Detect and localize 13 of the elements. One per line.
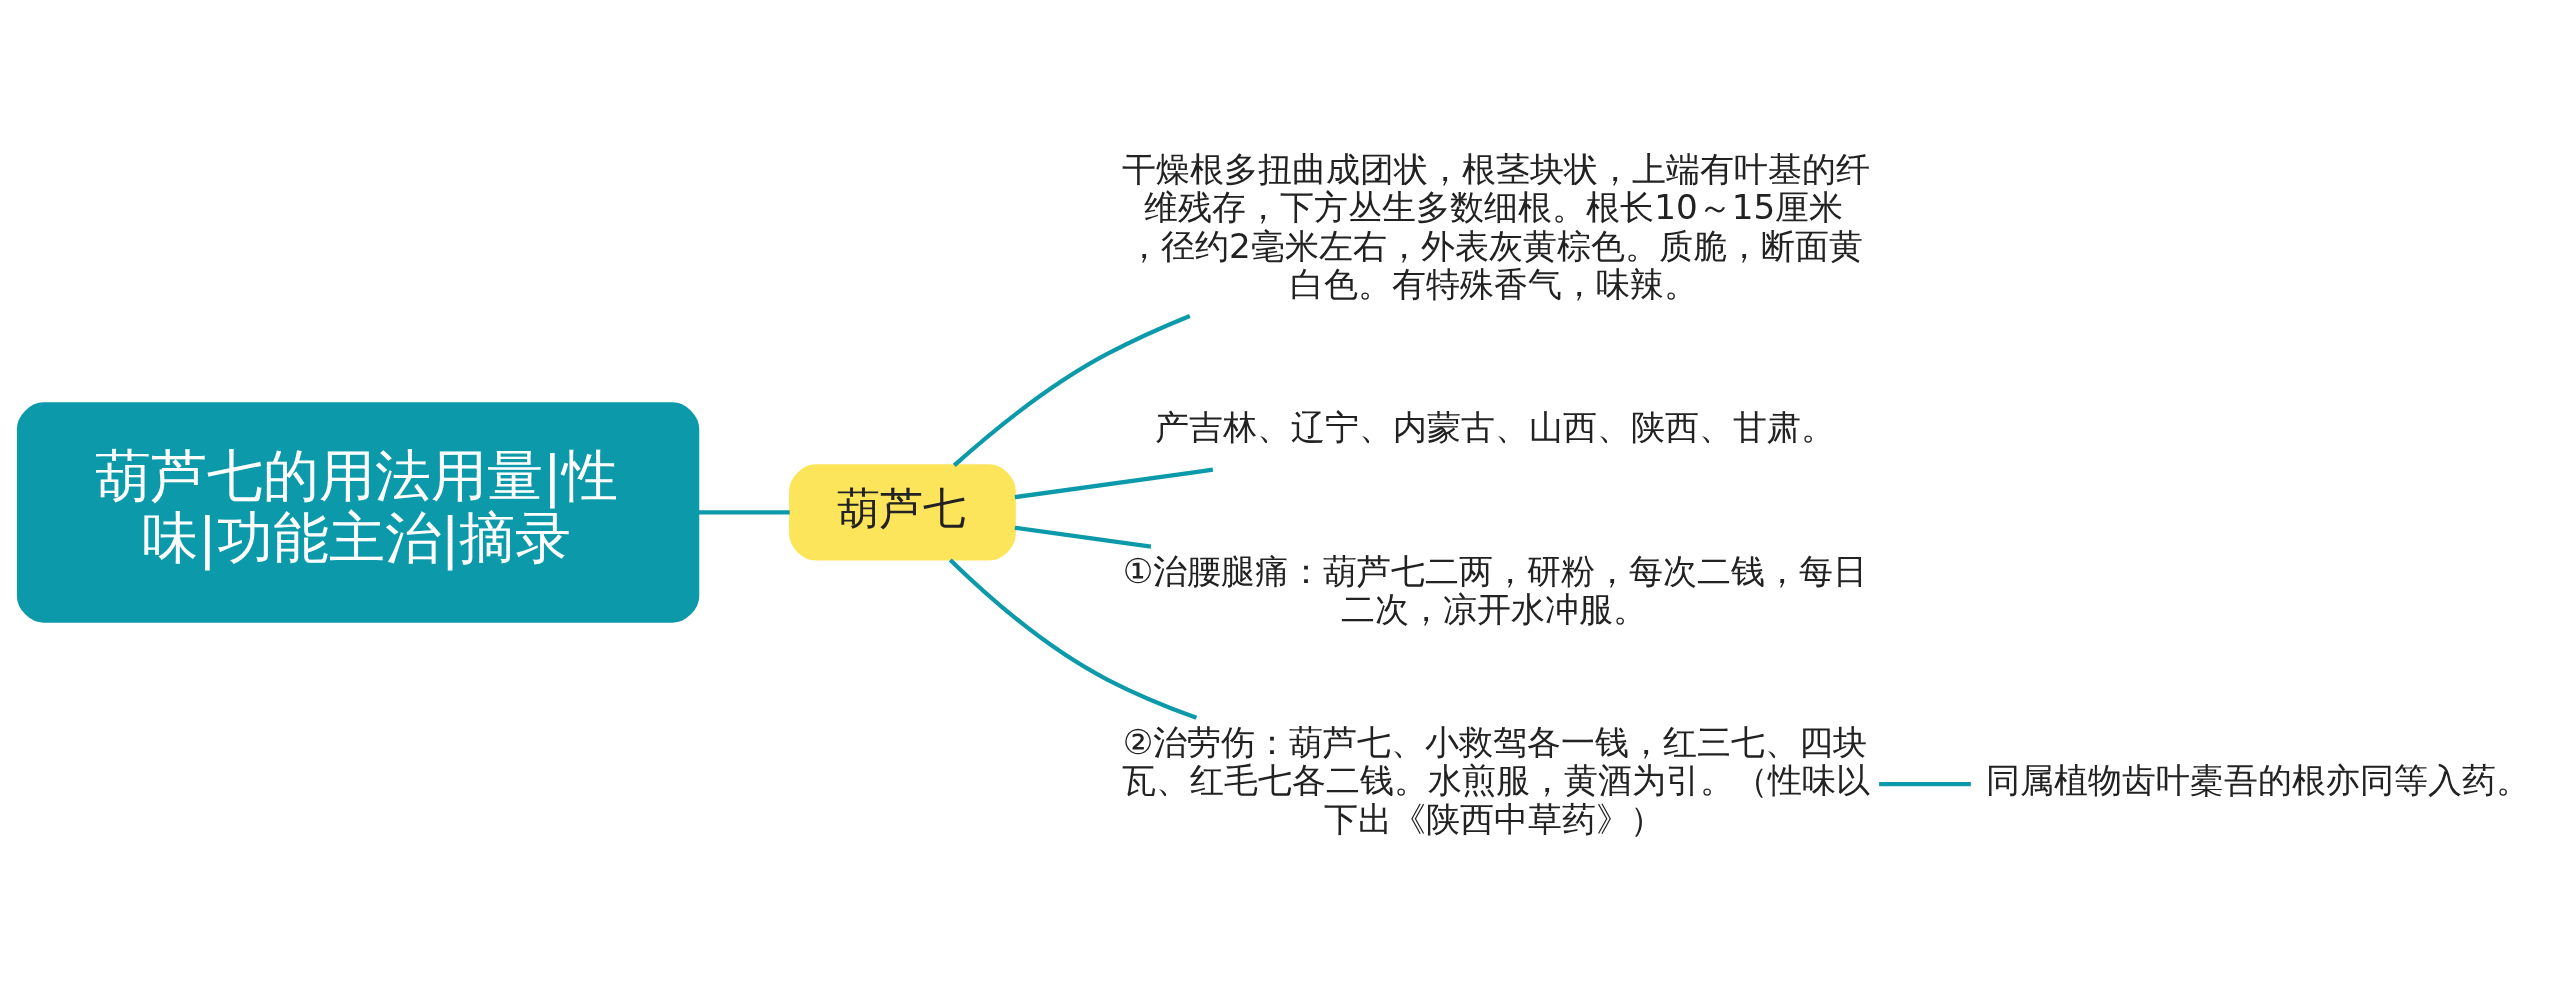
- node-text: 产吉林、辽宁、内蒙古、山西、陕西、甘肃。: [1154, 407, 1835, 448]
- connector: [948, 558, 1198, 720]
- connector: [952, 313, 1191, 467]
- node-box: 葫芦七的用法用量|性味|功能主治|摘录: [16, 402, 700, 623]
- connector: [1014, 525, 1152, 549]
- connector: [1014, 467, 1214, 500]
- connector: [1879, 782, 1971, 787]
- node-box: 葫芦七: [789, 464, 1016, 561]
- node-text: ②治劳伤：葫芦七、小救驾各一钱，红三七、四块瓦、红毛七各二钱。水煎服，黄酒为引。（性味以下出《陕西中草药》）: [1121, 721, 1870, 839]
- connector: [698, 510, 790, 515]
- node-text: 干燥根多扭曲成团状，根茎块状，上端有叶基的纤维残存，下方丛生多数细根。根长10～15厘米，径约2毫米左右，外表灰黄棕色。质脆，断面黄白色。有特殊香气，味辣。: [1121, 148, 1870, 304]
- node-text: 同属植物齿叶橐吾的根亦同等入药。: [1985, 760, 2530, 801]
- node-text: ①治腰腿痛：葫芦七二两，研粉，每次二钱，每日二次，凉开水冲服。: [1122, 550, 1868, 630]
